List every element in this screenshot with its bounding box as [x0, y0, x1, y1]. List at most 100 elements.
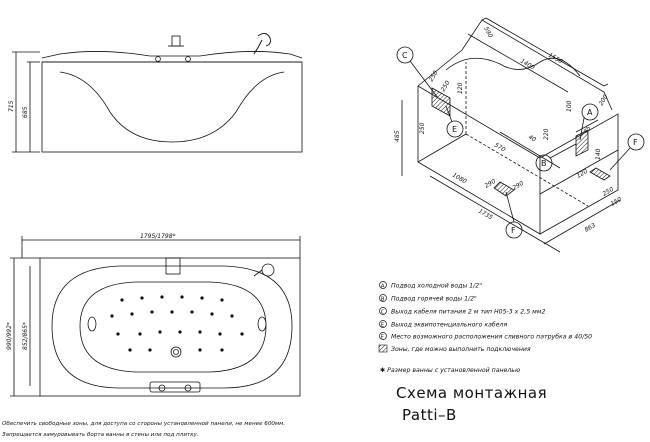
legend-letter: E [381, 322, 385, 328]
iso-callout-labels: C E A B F F [402, 51, 638, 235]
air-jet-icon [160, 295, 164, 299]
dim-length: 1795/1798* [140, 233, 176, 240]
drain-icon [170, 346, 182, 358]
dim-250b: 250 [440, 79, 452, 93]
callout-e-label: E [452, 125, 457, 134]
air-jet-icon [148, 348, 152, 352]
dim-140: 140 [595, 148, 602, 160]
iso-dims: 590 1550 1400 250 250 120 485 250 200 10… [394, 26, 623, 234]
air-jet-icon [178, 330, 182, 334]
callout-c-label: C [402, 51, 408, 60]
air-jet-icon [150, 310, 154, 314]
dim-1735: 1735 [477, 208, 494, 222]
air-jet-icon [220, 298, 224, 302]
bath-rim [41, 51, 303, 59]
dim-inner-width: 852/865* [22, 322, 29, 350]
bath-body [41, 61, 303, 153]
callout-f-circle [627, 133, 645, 151]
legend-text: Подвод холодной воды 1/2" [391, 283, 482, 290]
title-line-1: Схема монтажная [396, 384, 547, 402]
legend-text: Выход эквипотенциального кабеля [391, 321, 507, 329]
legend-letter: B [381, 296, 385, 302]
footer-line-1: Обеспечить свободные зоны, для доступа с… [2, 421, 286, 427]
legend-item-e: E Выход эквипотенциального кабеля [379, 320, 507, 329]
dim-290a: 290 [484, 178, 498, 190]
legend-text: Место возможного расположения сливного п… [391, 333, 592, 341]
air-jet-icon [138, 332, 142, 336]
filler-spout [171, 35, 181, 47]
legend: A Подвод холодной воды 1/2" B Подвод гор… [378, 281, 592, 374]
air-jet-icon [190, 310, 194, 314]
legend-letter: C [381, 309, 385, 315]
callout-a-circle [581, 103, 599, 121]
air-jet-icon [128, 348, 132, 352]
air-jet-icon [200, 296, 204, 300]
shower-holder-icon [261, 263, 275, 277]
dim-863: 863 [584, 222, 598, 234]
dim-200: 200 [598, 93, 610, 107]
legend-letter: A [381, 283, 385, 289]
air-jet-icon [110, 314, 114, 318]
front-panel-curve [59, 71, 285, 143]
dim-220: 220 [543, 128, 550, 140]
legend-item-f: F Место возможного расположения сливного… [379, 332, 592, 341]
bath-outline [39, 257, 301, 397]
control-box [165, 257, 181, 275]
air-jet-icon [198, 330, 202, 334]
iso-box [417, 86, 619, 235]
air-jet-icon [120, 298, 124, 302]
iso-view [396, 17, 645, 253]
dim-120b: 120 [576, 168, 590, 180]
air-jet-icon [140, 296, 144, 300]
bath-bowl-outer [51, 265, 293, 389]
callout-e-circle [446, 120, 464, 138]
shower-head-icon [253, 33, 271, 55]
air-jet-icon [130, 312, 134, 316]
air-jet-icon [158, 330, 162, 334]
callout-b-circle [535, 154, 553, 172]
callout-b-label: B [541, 159, 547, 168]
air-jets [110, 295, 244, 352]
dim-250d: 250 [602, 186, 616, 198]
legend-hatch-text: Зоны, где можно выполнить подключения [391, 346, 531, 353]
side-view [12, 33, 303, 153]
air-jet-icon [220, 348, 224, 352]
dim-150: 150 [610, 196, 624, 208]
dim-total-height: 715 [8, 100, 15, 112]
legend-item-a: A Подвод холодной воды 1/2" [379, 281, 482, 290]
callout-f2-label: F [511, 226, 516, 235]
dim-290b: 290 [512, 180, 526, 192]
hatch-swatch [378, 344, 388, 353]
legend-letter: F [381, 334, 384, 340]
dim-590: 590 [482, 26, 494, 40]
hatch-zone-bottom [493, 181, 515, 197]
footer-line-2: Запрещается замуровывать борта ванны в с… [2, 432, 199, 438]
dim-250c: 250 [419, 122, 426, 134]
dim-485: 485 [394, 130, 401, 142]
legend-text: Выход кабеля питания 2 м тип H05-3 x 2,5… [391, 308, 545, 316]
legend-item-b: B Подвод горячей воды 1/2" [379, 294, 477, 303]
callout-a-label: A [587, 108, 593, 117]
top-view [10, 236, 301, 397]
air-jet-icon [230, 314, 234, 318]
air-jet-icon [198, 348, 202, 352]
dim-75: 75 [583, 125, 593, 135]
air-jet-icon [210, 312, 214, 316]
dim-inner-height: 685 [22, 106, 29, 118]
air-jet-icon [116, 332, 120, 336]
air-jet-icon [240, 332, 244, 336]
callout-c-circle [396, 46, 414, 64]
legend-note: ✱ Размер ванны с установленной панелью [380, 367, 520, 374]
legend-text: Подвод горячей воды 1/2" [391, 296, 477, 303]
air-jet-icon [218, 332, 222, 336]
dim-120a: 120 [457, 82, 464, 94]
dim-100: 100 [566, 100, 573, 112]
hatch-zone-a [575, 129, 589, 157]
hatch-zone-c [431, 87, 451, 117]
dim-outer-width: 990/992* [6, 322, 13, 350]
iso-wave [445, 57, 581, 77]
air-jet-icon [170, 310, 174, 314]
hatch-zone-f [589, 167, 611, 181]
legend-item-hatch: Зоны, где можно выполнить подключения [378, 344, 531, 353]
